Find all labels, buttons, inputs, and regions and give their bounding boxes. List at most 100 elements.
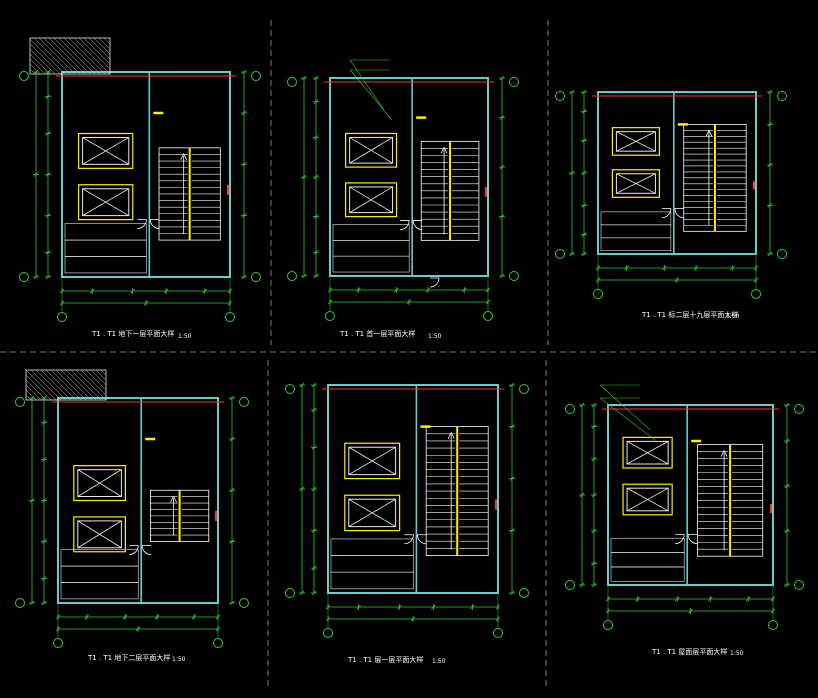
dim-slash <box>581 251 587 257</box>
door-swing-icon <box>661 208 672 219</box>
dim-slash <box>499 75 505 81</box>
axis-bubble-icon <box>239 598 249 608</box>
hatch-stroke <box>100 369 107 376</box>
axis-bubble-icon <box>565 404 575 414</box>
plan-outer-wall <box>61 71 231 278</box>
dim-slash <box>313 75 319 81</box>
axis-bubble-icon <box>768 620 778 630</box>
dim-slash <box>313 214 319 219</box>
dim-slash <box>693 265 699 271</box>
floor-plans <box>15 37 804 648</box>
hatch-stroke <box>25 374 52 401</box>
axis-bubble-icon <box>777 91 787 101</box>
elevator-cross-b <box>616 131 656 152</box>
elevator-cross-b <box>349 186 393 213</box>
hatch-stroke <box>43 37 81 75</box>
axis-bubble-icon <box>251 71 261 81</box>
dim-slash <box>784 402 790 408</box>
dim-slash <box>33 69 39 75</box>
dim-slash <box>635 596 640 602</box>
dim-slash <box>229 395 235 401</box>
caption-p1-title: T1 . T1 地下一层平面大样 <box>91 329 174 338</box>
elevator-cross-b <box>348 446 396 475</box>
caption-p2-scale: 1:50 <box>428 333 442 340</box>
stair-flight <box>420 140 480 241</box>
axis-bubble-icon <box>565 580 575 590</box>
hatch-stroke <box>29 68 36 75</box>
dim-slash <box>591 402 597 408</box>
dimension-chain-left-2 <box>569 89 575 257</box>
caption-p2-title: T1 . T1 首一层平面大样 <box>339 329 415 338</box>
door-swing-icon <box>412 220 423 230</box>
plan-outer-wall <box>607 404 774 586</box>
dim-slash <box>397 604 402 610</box>
door-swing-icon <box>129 545 139 555</box>
door-swing-icon <box>674 208 684 219</box>
dim-slash <box>313 174 319 180</box>
dim-slash <box>591 528 597 534</box>
caption-p1-scale: 1:50 <box>178 333 192 340</box>
dim-slash <box>311 382 317 388</box>
axis-bubble-icon <box>483 311 493 321</box>
caption-p6-title: T1 . T1 屋面层平面大样 <box>651 647 727 656</box>
dim-slash <box>41 457 47 462</box>
hatch-stroke <box>98 37 111 50</box>
dim-slash <box>229 436 235 442</box>
axis-bubble-icon <box>285 588 295 598</box>
dim-slash <box>662 265 667 271</box>
dim-slash <box>425 287 431 293</box>
stair-flight <box>158 147 221 241</box>
elevator-1-icon <box>611 127 661 156</box>
dim-slash <box>45 131 51 136</box>
hatch-stroke <box>65 369 97 401</box>
elevator-2-icon <box>622 483 673 516</box>
dim-slash <box>509 528 515 533</box>
axis-bubble-icon <box>15 598 25 608</box>
dim-slash <box>45 274 51 280</box>
dim-slash <box>41 498 47 503</box>
dim-slash <box>579 402 585 408</box>
stair-arrow-icon <box>170 495 177 536</box>
elevator-car <box>615 173 656 194</box>
dim-slash <box>41 395 47 401</box>
dim-slash <box>569 89 575 95</box>
plan-outer-wall <box>327 384 499 594</box>
dim-slash <box>311 565 317 571</box>
elevator-cross-b <box>616 173 656 194</box>
dim-slash <box>313 273 319 279</box>
dimension-chain-left-1 <box>313 75 319 279</box>
service-room <box>332 255 410 273</box>
dimension-chain-right <box>229 395 235 606</box>
elevator-shaft-frame <box>77 132 134 169</box>
dimension-chain-right <box>767 89 773 257</box>
plan-outer-wall <box>597 91 757 255</box>
dim-slash <box>581 232 587 237</box>
dim-slash <box>45 250 51 255</box>
dim-slash <box>591 561 597 566</box>
hatch-stroke <box>55 369 87 401</box>
dim-slash <box>299 486 305 492</box>
dim-slash <box>41 600 47 606</box>
drawing-captions: T1 . T1 地下一层平面大样 1:50 T1 . T1 首一层平面大样 1:… <box>87 310 744 665</box>
stair-arrow-icon <box>705 129 713 226</box>
elevator-2-icon <box>344 494 401 532</box>
dim-slash <box>84 614 90 620</box>
dim-slash <box>591 456 597 462</box>
dim-slash <box>784 582 790 588</box>
hatch-stroke <box>63 37 101 75</box>
dim-slash <box>311 445 317 450</box>
dim-slash <box>591 582 597 588</box>
hatch-stroke <box>45 369 77 401</box>
dimension-chain-left-1 <box>581 89 587 257</box>
dim-slash <box>581 138 587 143</box>
dim-slash <box>33 274 39 280</box>
door-swing-icon <box>404 534 414 545</box>
axis-bubble-icon <box>555 91 565 101</box>
axis-bubble-icon <box>53 638 63 648</box>
axis-bubble-icon <box>593 289 603 299</box>
elevator-1-icon <box>345 132 398 168</box>
dim-slash <box>675 596 680 602</box>
elevator-shaft-frame <box>622 436 673 469</box>
dim-slash <box>674 277 680 283</box>
hatch-stroke <box>25 379 47 401</box>
